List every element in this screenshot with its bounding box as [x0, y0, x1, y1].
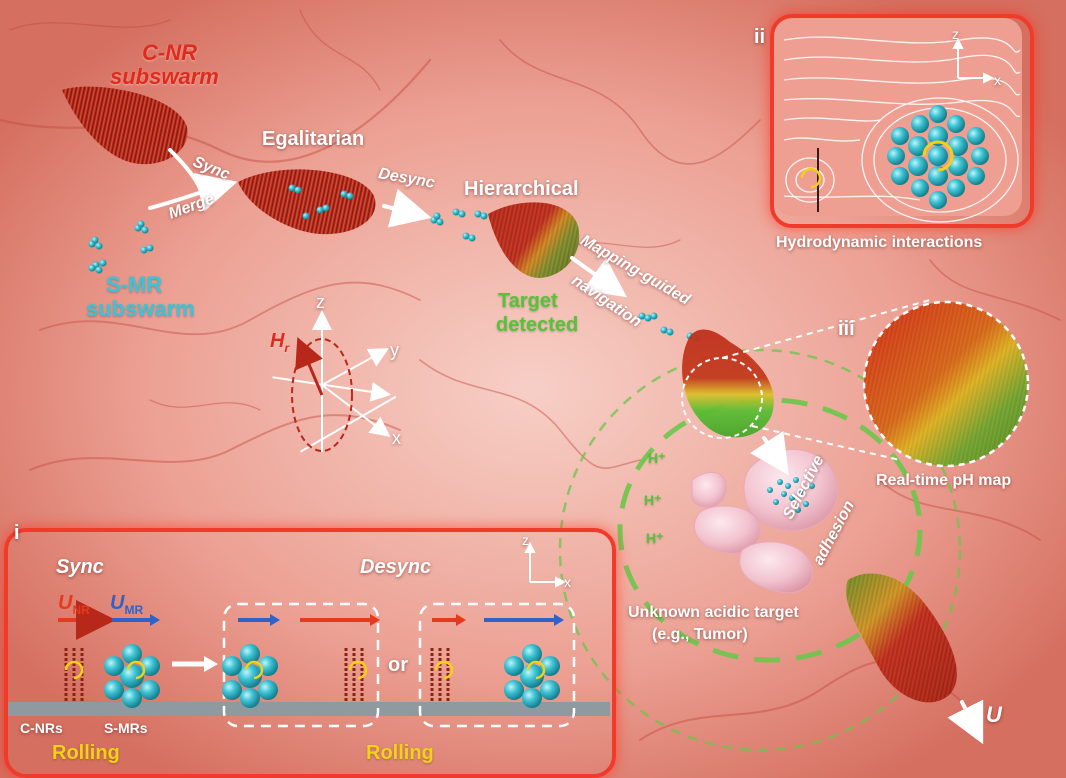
target-label-line1: Target [498, 290, 558, 312]
ph-map-label: Real-time pH map [876, 472, 1012, 489]
unknown-target-line2: (e.g., Tumor) [652, 626, 748, 643]
hplus-2: H⁺ [644, 492, 662, 508]
smr-label-line1: S-MR [106, 272, 163, 297]
cnr-subswarm [62, 86, 188, 165]
target-label-line2: detected [496, 314, 579, 336]
u-velocity-label: U [986, 702, 1002, 727]
panel-tag-i: i [14, 522, 20, 544]
panel-i-drawing [8, 541, 610, 728]
smr-label-line2: subswarm [86, 296, 195, 321]
h-field-symbol: H [270, 330, 285, 352]
panel-i-umr-symbol: U [110, 592, 125, 614]
hydro-label: Hydrodynamic interactions [776, 234, 983, 251]
panel-i-unr-symbol: U [58, 592, 73, 614]
flow-arrows [148, 148, 984, 745]
panel-ii-frame [770, 14, 1034, 228]
hierarchical-swarm [488, 202, 580, 278]
panel-i-umr-sub: MR [124, 603, 144, 617]
departing-swarm [846, 573, 957, 703]
acid-gradient-rings [558, 348, 962, 752]
hierarchical-label: Hierarchical [464, 178, 579, 200]
cnr-label-line1: C-NR [142, 40, 197, 65]
panel-tag-ii: ii [754, 26, 766, 48]
panel-i-desync: Desync [360, 556, 432, 578]
panel-i-or: or [388, 654, 408, 676]
panel-i-cnrs: C-NRs [20, 720, 63, 736]
panel-ii-drawing [774, 18, 1022, 223]
panel-ii-axis-x: x [994, 72, 1001, 88]
panel-tag-iii: iii [838, 318, 855, 340]
axis-y-label: y [390, 340, 399, 360]
panel-i-axis-x: x [564, 574, 571, 590]
adhered-mrs [767, 477, 815, 513]
panel-i-rolling1: Rolling [52, 742, 120, 764]
hplus-3: H⁺ [646, 530, 664, 546]
smr-subswarm [88, 220, 154, 274]
navigation-trail [638, 312, 700, 342]
egalitarian-swarm [238, 169, 376, 235]
blood-vessels [0, 9, 1061, 741]
axis-z-label: z [316, 292, 325, 312]
panel-i-smrs: S-MRs [104, 720, 148, 736]
panel-i-umr: UMR [110, 592, 143, 617]
hplus-1: H⁺ [648, 450, 666, 466]
egalitarian-label: Egalitarian [262, 128, 365, 150]
h-field-label: Hr [270, 330, 289, 355]
panel-i-frame [4, 528, 616, 778]
cnr-label-line2: subswarm [110, 64, 219, 89]
panel-i-rolling2: Rolling [366, 742, 434, 764]
panel-i-unr: UNR [58, 592, 90, 617]
panel-i-axis-z: z [522, 532, 529, 548]
ph-map-zoom [862, 300, 1030, 468]
coordinate-axes [272, 310, 397, 453]
panel-i-unr-sub: NR [72, 603, 90, 617]
axis-x-label: x [392, 428, 401, 448]
h-field-sub: r [284, 341, 290, 355]
panel-ii-axis-z: z [952, 26, 959, 42]
panel-i-sync: Sync [56, 556, 104, 578]
desync-trail [430, 208, 488, 242]
unknown-target-line1: Unknown acidic target [628, 604, 799, 621]
mapping-swarm [681, 329, 774, 439]
